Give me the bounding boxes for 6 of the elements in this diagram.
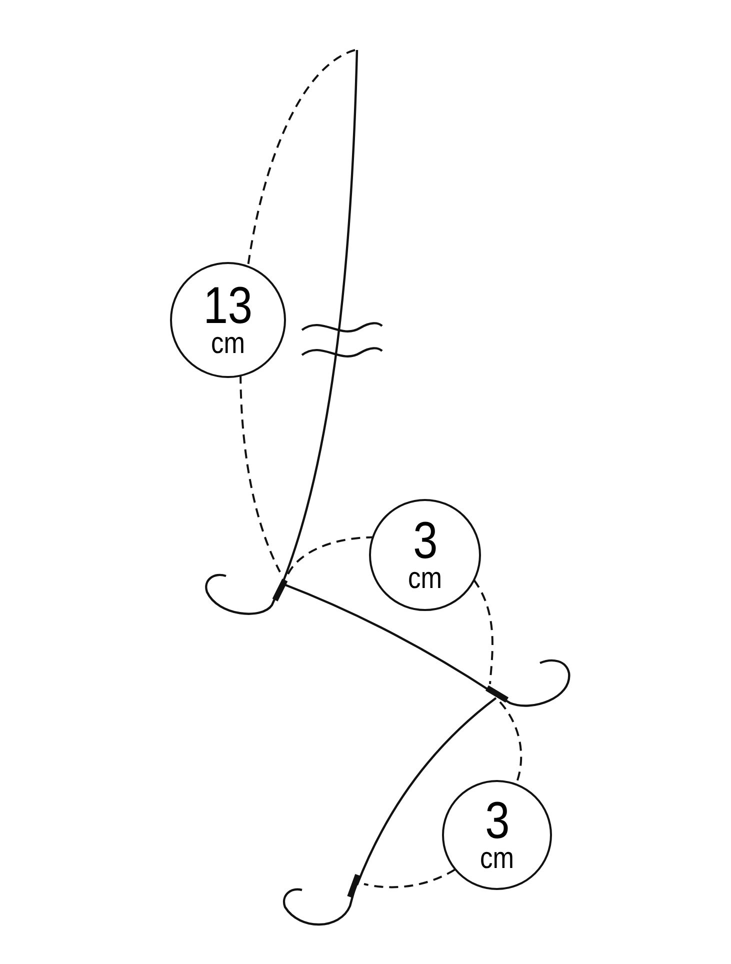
unit-label: cm bbox=[211, 330, 245, 357]
unit-label: cm bbox=[408, 564, 442, 592]
measurement-value: 3 bbox=[484, 798, 510, 845]
measurement-value: 3 bbox=[412, 518, 438, 565]
unit-label: cm bbox=[480, 844, 514, 872]
measurement-value: 13 bbox=[203, 283, 253, 330]
